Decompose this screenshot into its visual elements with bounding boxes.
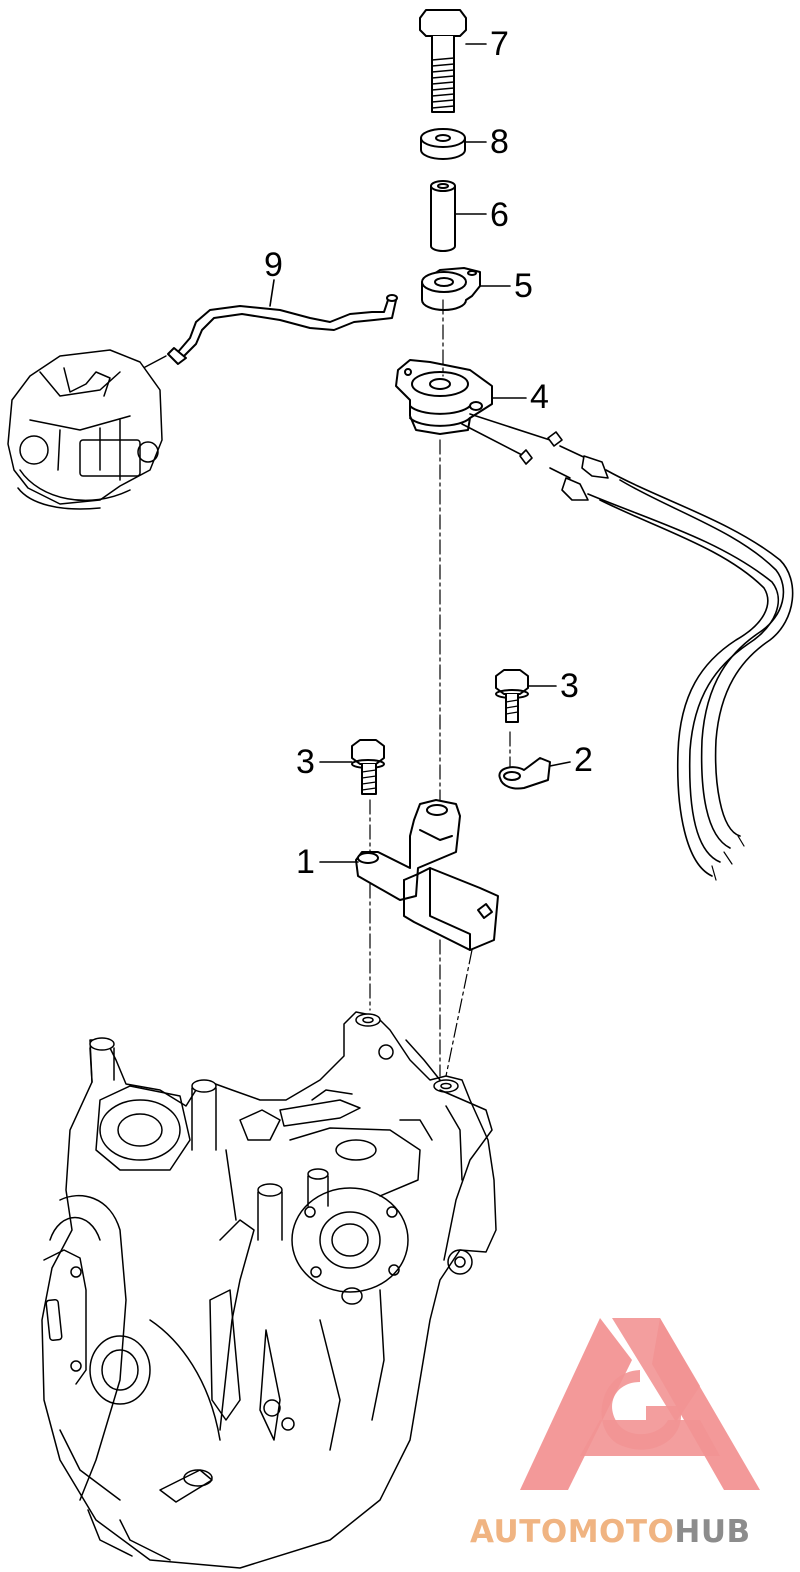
callout-4: 4 bbox=[530, 378, 549, 416]
alignment-lines bbox=[369, 299, 511, 1077]
callout-8: 8 bbox=[490, 123, 509, 161]
callout-9: 9 bbox=[264, 246, 283, 284]
callout-5: 5 bbox=[514, 267, 533, 305]
part-7-bolt bbox=[419, 9, 467, 113]
callout-2: 2 bbox=[574, 741, 593, 779]
callout-7: 7 bbox=[490, 25, 509, 63]
callout-3-left: 3 bbox=[296, 743, 315, 781]
part-4-cable-holder bbox=[395, 359, 493, 435]
vapor-separator-reference bbox=[7, 349, 163, 510]
watermark-text-part2: HUB bbox=[674, 1514, 751, 1550]
watermark-logo bbox=[520, 1318, 760, 1490]
part-2-clip bbox=[498, 757, 551, 790]
throttle-shift-cables bbox=[461, 413, 794, 881]
callout-3-right: 3 bbox=[560, 667, 579, 705]
watermark-text: AUTOMOTOHUB bbox=[470, 1514, 751, 1550]
part-9-hose bbox=[131, 294, 398, 375]
part-1-bracket bbox=[355, 799, 499, 951]
intake-manifold bbox=[41, 1011, 497, 1569]
callout-6: 6 bbox=[490, 196, 509, 234]
part-6-collar bbox=[430, 180, 456, 252]
leader-lines bbox=[269, 43, 571, 863]
part-5-lever bbox=[421, 267, 481, 311]
part-3-bolt-left bbox=[351, 739, 385, 795]
watermark-text-part1: AUTOMOTO bbox=[470, 1514, 675, 1550]
part-3-bolt-right bbox=[495, 669, 529, 723]
callout-1: 1 bbox=[296, 843, 315, 881]
part-8-washer bbox=[420, 128, 466, 160]
